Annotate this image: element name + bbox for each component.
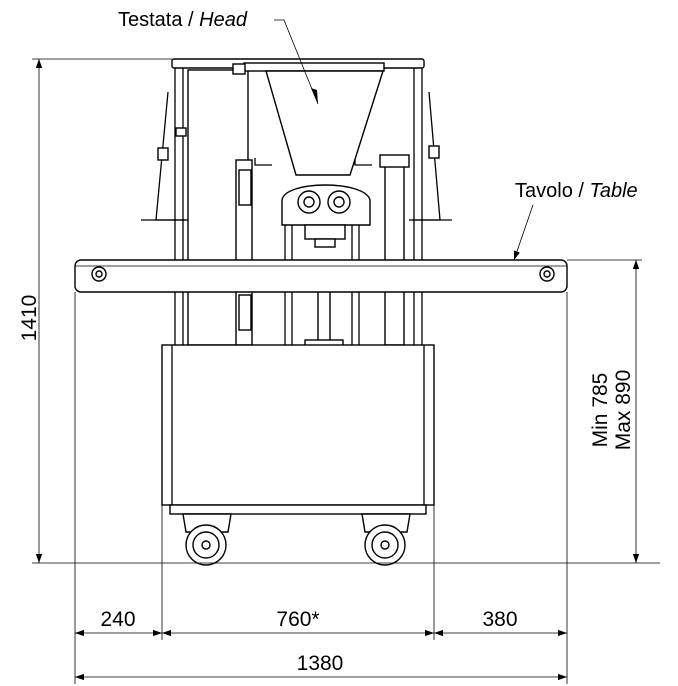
head-label: Testata / Head <box>118 9 319 105</box>
dim-frame-width: 760* <box>162 608 434 637</box>
table-conveyor <box>74 259 568 293</box>
head-label-en: Head <box>199 9 248 31</box>
caster-wheel-left <box>182 513 232 566</box>
dim-extension-lines <box>74 292 568 684</box>
dim-total-height: 1410 <box>18 58 660 564</box>
table-label: Tavolo / Table <box>513 180 638 261</box>
dim-left-overhang: 240 <box>75 608 162 637</box>
table-label-en: Table <box>589 180 637 202</box>
dim-table-height: Min 785 Max 890 <box>567 259 642 563</box>
dim-overall-width: 1380 <box>75 652 567 681</box>
overall-width-text: 1380 <box>297 652 344 675</box>
dim-right-overhang: 380 <box>434 608 567 637</box>
table-min-text: Min 785 <box>589 373 612 448</box>
caster-wheel-right <box>361 513 411 566</box>
head-label-it: Testata / <box>118 9 199 31</box>
hopper-head <box>232 62 385 347</box>
svg-text:Tavolo / Table: Tavolo / Table <box>515 180 638 202</box>
frame-width-text: 760* <box>276 608 319 631</box>
right-overhang-text: 380 <box>482 608 517 631</box>
svg-text:Testata / Head: Testata / Head <box>118 9 248 31</box>
left-overhang-text: 240 <box>100 608 135 631</box>
base-cabinet <box>161 344 435 515</box>
table-max-text: Max 890 <box>612 370 635 451</box>
table-label-it: Tavolo / <box>515 180 589 202</box>
height-total-text: 1410 <box>18 295 41 342</box>
